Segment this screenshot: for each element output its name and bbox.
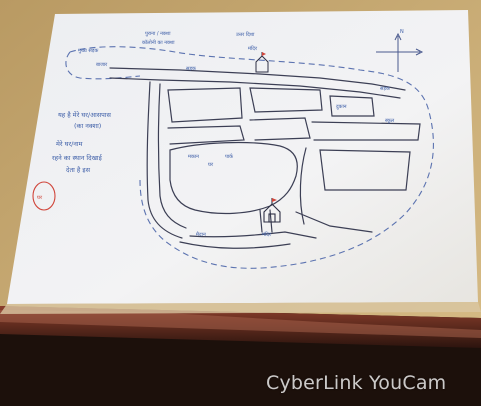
- compass-icon: [376, 32, 424, 72]
- top-left-label2: बाजार: [96, 62, 108, 68]
- dashed-boundary: [65, 46, 434, 269]
- right-label1: दुकान: [336, 104, 347, 110]
- top-left-label: मुख्य सड़क: [78, 48, 98, 54]
- road-label: सड़क: [186, 66, 196, 72]
- red-circle: [32, 181, 56, 211]
- temple-top-label: मंदिर: [248, 45, 258, 52]
- center-label1: मकान: [188, 154, 199, 160]
- temple-icon: [263, 198, 281, 223]
- bottom-label: मैदान: [196, 231, 206, 238]
- temple-icon-top: [255, 52, 269, 73]
- left-note-line5: देता है इस: [66, 166, 91, 174]
- webcam-watermark: CyberLink YouCam: [266, 372, 447, 394]
- right-label3: सड़क: [380, 86, 390, 92]
- road-lines: [109, 67, 421, 249]
- left-note-line3: मेरे घर/नाम: [56, 140, 83, 148]
- left-note-line2: (का नक्शा): [74, 122, 101, 130]
- center-label2: घर: [208, 162, 214, 168]
- map-title-line2: कॉलोनी का नक्शा: [142, 39, 175, 46]
- left-note-line1: यह है मेरे घर/आसपास: [58, 111, 112, 119]
- temple-label: मंदिर: [262, 231, 272, 238]
- circled-note: घर: [37, 195, 43, 201]
- left-note-line4: रहने का स्थान दिखाई: [52, 154, 103, 162]
- compass-north-label: N: [400, 29, 404, 35]
- paper-edge: [0, 302, 481, 314]
- map-title-right: उत्तर दिशा: [236, 31, 255, 38]
- map-title-line1: पुराना / नक्शा: [145, 31, 171, 37]
- center-label3: पार्क: [225, 153, 233, 160]
- desk-edge-highlight: [0, 310, 481, 338]
- right-label2: स्कूल: [385, 118, 395, 124]
